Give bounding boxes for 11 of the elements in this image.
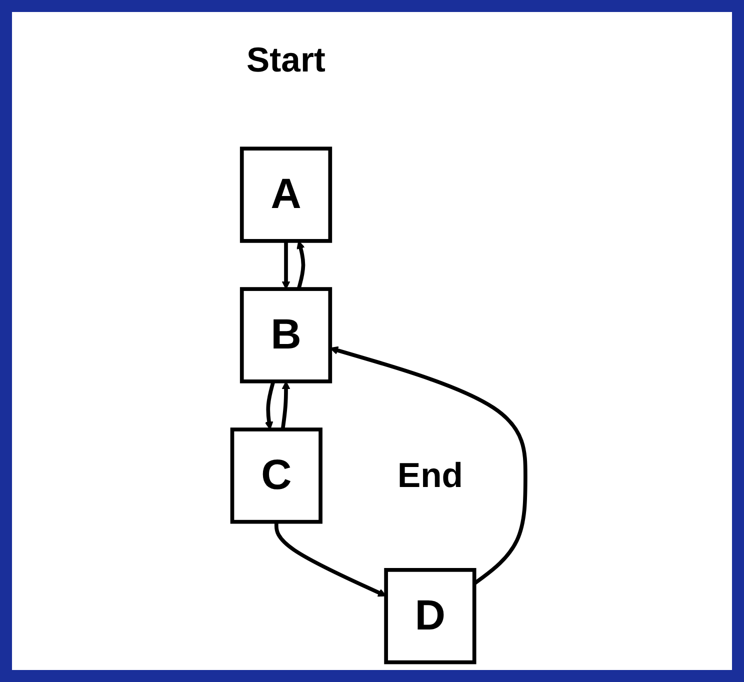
arrow xyxy=(282,240,291,290)
panel-background: Start A B C End D xyxy=(12,12,732,670)
arrow xyxy=(281,381,291,430)
node-box xyxy=(240,287,333,384)
arrow xyxy=(297,240,306,290)
node-label: End xyxy=(398,455,464,495)
node-box xyxy=(240,146,333,243)
node-label: Start xyxy=(246,40,326,80)
arrow xyxy=(265,380,276,430)
node-box xyxy=(230,428,323,524)
node-box xyxy=(384,568,477,664)
